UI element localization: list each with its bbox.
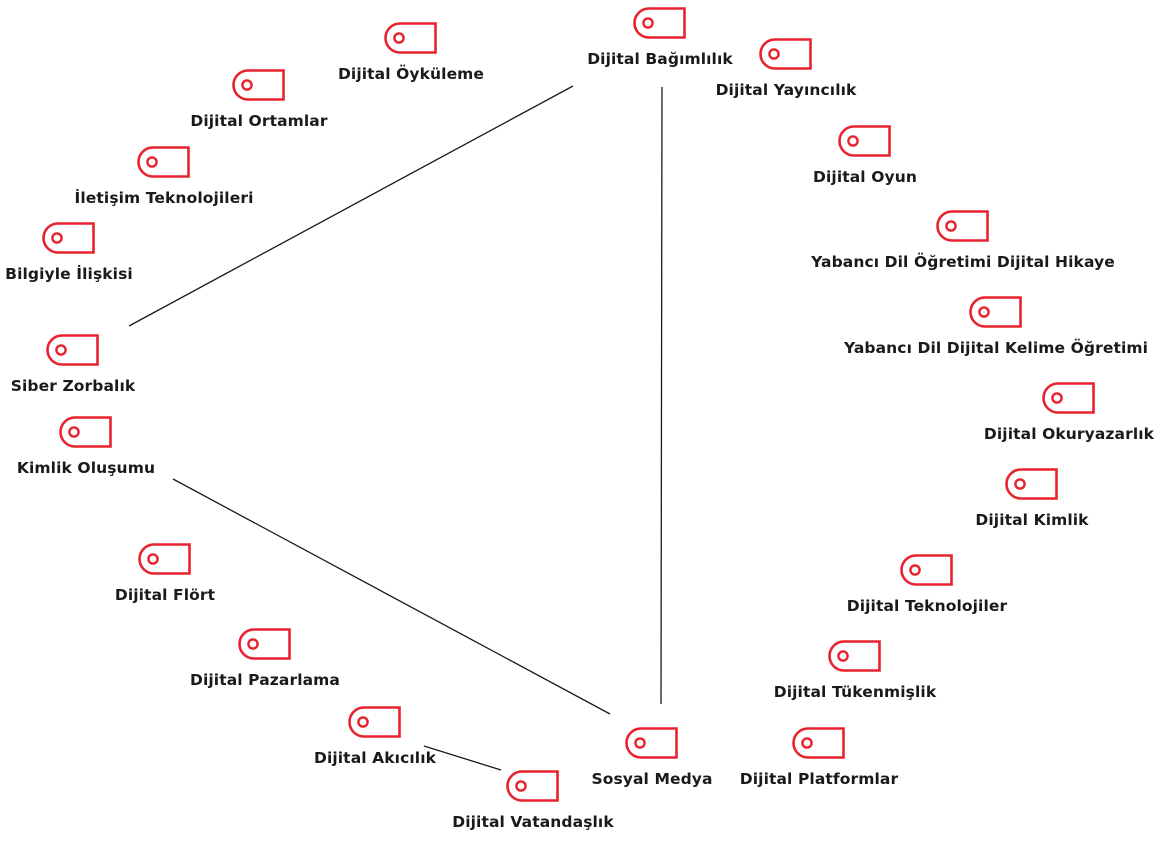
node-label: İletişim Teknolojileri <box>74 189 254 207</box>
node-label: Dijital Öyküleme <box>337 65 485 83</box>
tag-icon <box>506 769 560 803</box>
tag-icon <box>1005 467 1059 501</box>
tag-icon <box>936 209 990 243</box>
node-label: Dijital Bağımlılık <box>587 50 733 68</box>
node-label: Sosyal Medya <box>591 770 713 788</box>
node-label: Dijital Teknolojiler <box>846 597 1008 615</box>
node-label: Dijital Kimlik <box>975 511 1089 529</box>
tag-icon <box>46 333 100 367</box>
tag-icon <box>969 295 1023 329</box>
tag-icon <box>348 705 402 739</box>
edge-dijital-bagimlilik-to-siber-zorbalik <box>128 85 574 327</box>
node-label: Bilgiyle İlişkisi <box>5 265 133 283</box>
node-label: Yabancı Dil Dijital Kelime Öğretimi <box>843 339 1149 357</box>
tag-icon <box>633 6 687 40</box>
node-label: Dijital Pazarlama <box>190 671 340 689</box>
tag-icon <box>1042 381 1096 415</box>
tag-icon <box>59 415 113 449</box>
node-label: Dijital Akıcılık <box>313 749 437 767</box>
edge-dijital-akicilik-to-dijital-vatandaslik <box>423 745 502 771</box>
tag-icon <box>759 37 813 71</box>
node-label: Dijital Ortamlar <box>190 112 328 130</box>
node-label: Dijital Tükenmişlik <box>773 683 937 701</box>
node-label: Siber Zorbalık <box>10 377 136 395</box>
node-label: Dijital Platformlar <box>739 770 899 788</box>
tag-icon <box>137 145 191 179</box>
tag-icon <box>238 627 292 661</box>
tag-icon <box>232 68 286 102</box>
node-label: Kimlik Oluşumu <box>16 459 156 477</box>
node-label: Yabancı Dil Öğretimi Dijital Hikaye <box>811 253 1115 271</box>
tag-icon <box>384 21 438 55</box>
node-label: Dijital Vatandaşlık <box>452 813 614 831</box>
node-label: Dijital Okuryazarlık <box>983 425 1155 443</box>
tag-icon <box>625 726 679 760</box>
node-label: Dijital Oyun <box>813 168 917 186</box>
node-label: Dijital Flört <box>114 586 216 604</box>
tag-icon <box>838 124 892 158</box>
node-label: Dijital Yayıncılık <box>715 81 857 99</box>
edge-dijital-bagimlilik-to-sosyal-medya <box>660 86 663 705</box>
tag-icon <box>828 639 882 673</box>
edge-kimlik-olusumu-to-sosyal-medya <box>172 478 611 715</box>
tag-icon <box>792 726 846 760</box>
tag-icon <box>138 542 192 576</box>
tag-icon <box>42 221 96 255</box>
tag-icon <box>900 553 954 587</box>
